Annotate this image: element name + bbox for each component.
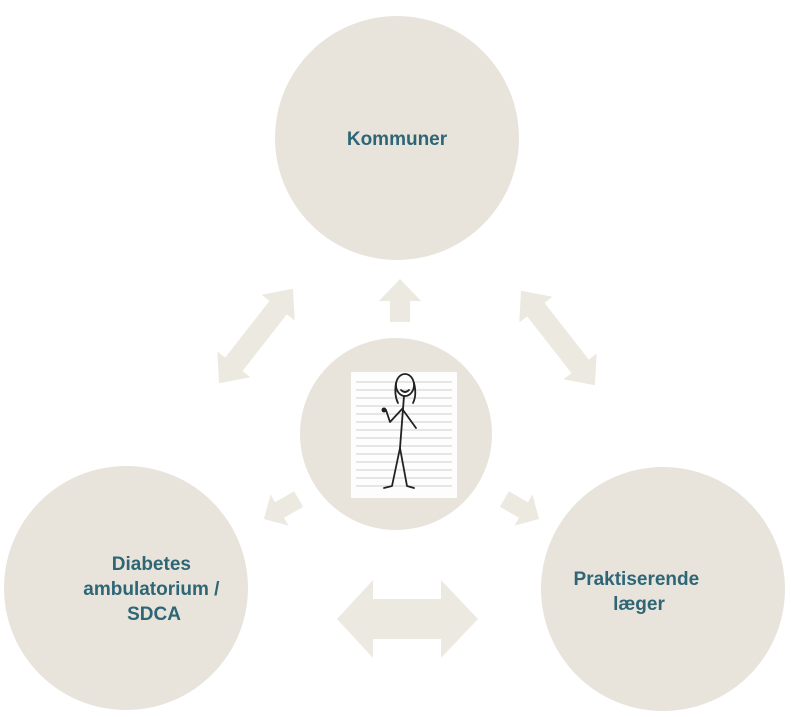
node-kommuner-line-1: Kommuner [347,129,448,150]
arrow-center-to-kommuner [379,279,421,322]
node-praktiserende-line-2: læger [613,594,665,615]
arrow-diabetes-kommuner [217,288,295,384]
node-diabetes-label: Diabetes ambulatorium / SDCA [83,554,224,625]
arrow-kommuner-praktiserende [519,290,597,386]
arrow-center-to-praktiserende [499,491,540,526]
stick-figure-image [351,372,457,498]
node-diabetes-line-2: ambulatorium / [83,579,220,600]
node-diabetes-line-3: SDCA [127,604,181,625]
node-diabetes-line-1: Diabetes [112,554,191,575]
node-praktiserende-label: Praktiserende læger [574,569,705,615]
arrow-diabetes-praktiserende [337,580,478,658]
node-diabetes-circle [4,466,248,710]
node-kommuner-label: Kommuner [347,129,448,150]
node-kommuner-circle [275,16,519,260]
node-praktiserende-line-1: Praktiserende [574,569,700,590]
node-praktiserende-circle [541,467,785,711]
arrow-center-to-diabetes [263,491,304,526]
